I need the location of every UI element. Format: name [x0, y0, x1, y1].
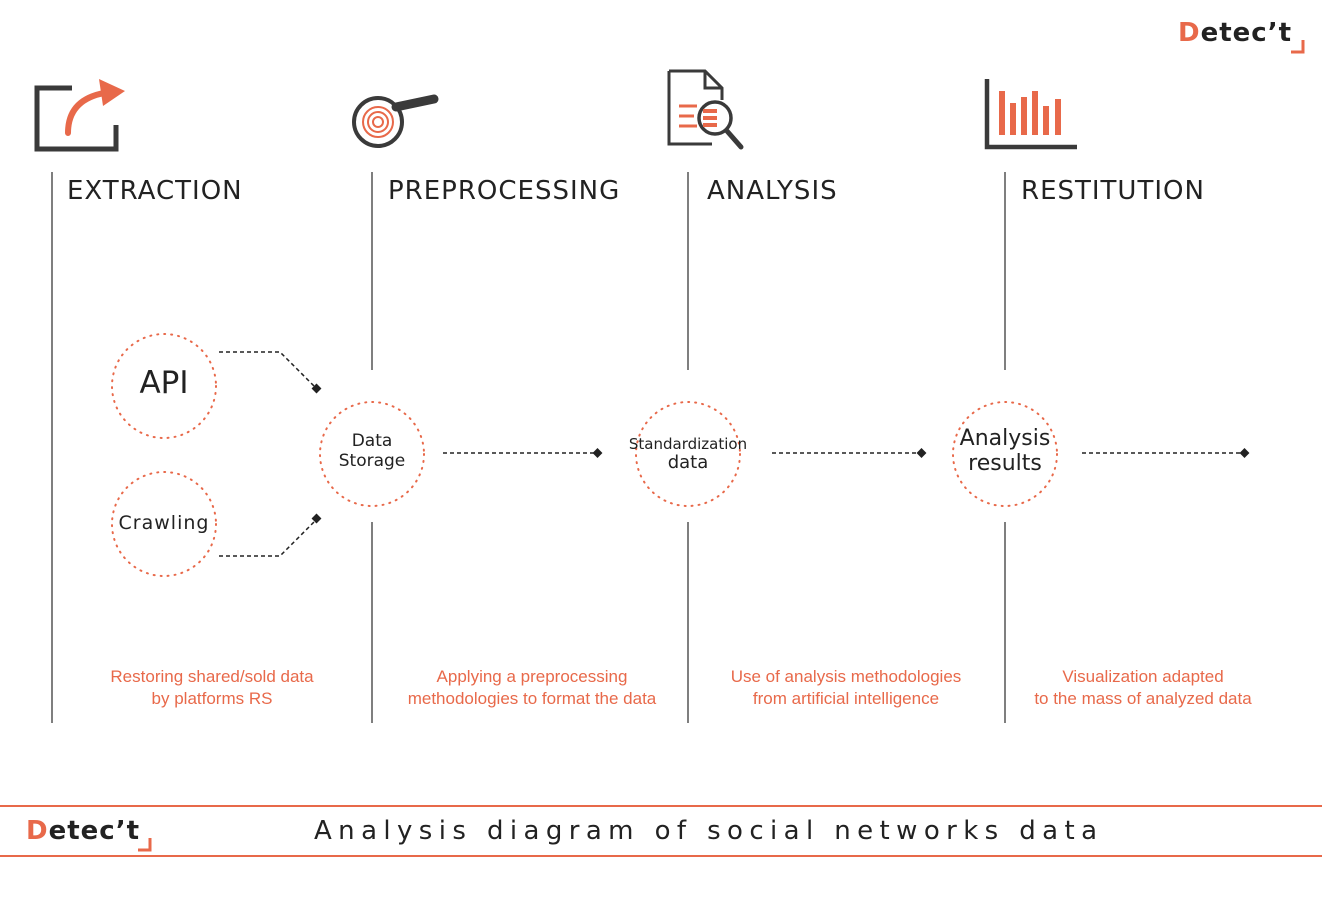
stage-title-analysis: ANALYSIS	[707, 176, 838, 206]
stage-title-preprocessing: PREPROCESSING	[388, 176, 621, 206]
stage-desc-extraction-line2: by platforms RS	[151, 689, 273, 708]
stage-desc-extraction-line1: Restoring shared/sold data	[110, 667, 314, 686]
brand-logo-rest: etec’t	[1200, 18, 1293, 48]
connector-head-standardization	[592, 448, 603, 458]
brand-logo-footer-initial: D	[26, 816, 49, 846]
results-node-circle	[952, 401, 1058, 507]
magnifier-spiral-icon	[352, 94, 439, 148]
brand-logo-footer-rest: etec’t	[48, 816, 141, 846]
logo-bracket-top	[1291, 40, 1305, 54]
logo-bracket-footer	[138, 838, 152, 852]
node-crawling-label: Crawling	[118, 512, 210, 534]
stage-desc-preprocessing: Applying a preprocessing methodologies t…	[382, 666, 682, 710]
connector-head-results	[916, 448, 927, 458]
node-storage-line1: Data	[351, 431, 393, 451]
node-standardization-line2: data	[667, 452, 709, 474]
connector-head-out	[1239, 448, 1250, 458]
footer-title: Analysis diagram of social networks data	[314, 816, 1104, 846]
stage-title-extraction: EXTRACTION	[67, 176, 243, 206]
brand-logo-top: Detec’t	[1178, 18, 1292, 48]
connector-api-storage	[219, 351, 318, 390]
storage-node-circle	[319, 401, 425, 507]
api-node-circle	[111, 333, 217, 439]
brand-logo-initial: D	[1178, 18, 1201, 48]
crawling-node-circle	[111, 471, 217, 577]
stage-desc-analysis: Use of analysis methodologies from artif…	[696, 666, 996, 710]
brand-logo-footer: Detec’t	[26, 816, 140, 846]
node-results-label: Analysis results	[935, 426, 1075, 476]
node-storage-line2: Storage	[338, 450, 406, 471]
connector-head-crawling	[311, 513, 322, 524]
connector-crawling-storage	[219, 518, 318, 557]
share-arrow-icon	[34, 79, 125, 152]
node-standardization-label: Standardization data	[613, 435, 763, 474]
node-api-label: API	[139, 365, 189, 401]
stage-desc-preprocessing-line1: Applying a preprocessing	[436, 667, 628, 686]
stage-desc-restitution-line2: to the mass of analyzed data	[1034, 689, 1252, 708]
node-results-line1: Analysis	[959, 426, 1051, 451]
stage-desc-preprocessing-line2: methodologies to format the data	[407, 689, 657, 708]
document-search-icon	[667, 69, 744, 150]
stage-desc-restitution: Visualization adapted to the mass of ana…	[993, 666, 1293, 710]
stage-desc-analysis-line1: Use of analysis methodologies	[730, 667, 962, 686]
stage-desc-restitution-line1: Visualization adapted	[1062, 667, 1224, 686]
standardization-node-circle	[635, 401, 741, 507]
node-standardization-line1: Standardization	[628, 435, 748, 453]
node-storage-label: Data Storage	[317, 431, 427, 471]
stage-desc-extraction: Restoring shared/sold data by platforms …	[62, 666, 362, 710]
stage-desc-analysis-line2: from artificial intelligence	[752, 689, 940, 708]
stage-title-restitution: RESTITUTION	[1021, 176, 1205, 206]
connector-head-api	[311, 383, 322, 394]
node-results-line2: results	[968, 451, 1042, 476]
bar-chart-icon	[984, 79, 1077, 150]
